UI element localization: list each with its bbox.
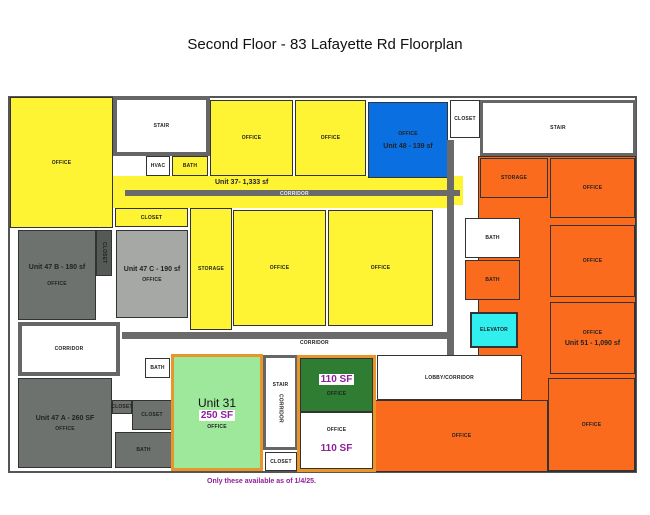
- room-label: OFFICE: [269, 265, 290, 271]
- room-hvac: HVAC: [146, 156, 170, 176]
- corridor-west: CORRIDOR: [18, 322, 120, 376]
- room-label: CLOSET: [140, 214, 163, 221]
- room-label: BATH: [485, 235, 500, 241]
- room-label: BATH: [182, 163, 198, 169]
- room-office-nw[interactable]: OFFICE: [10, 97, 113, 228]
- room-office[interactable]: OFFICE: [550, 225, 635, 297]
- room-label: BATH: [136, 447, 151, 453]
- room-office[interactable]: OFFICE: [548, 378, 635, 471]
- room-label: CLOSET: [270, 458, 292, 465]
- room-closet: CLOSET: [450, 100, 480, 138]
- unit47b[interactable]: Unit 47 B - 180 sf OFFICE: [18, 230, 96, 320]
- room-label: HVAC: [150, 163, 166, 169]
- room-office[interactable]: OFFICE: [550, 158, 635, 218]
- room-label: OFFICE: [581, 421, 602, 428]
- wall: [125, 190, 460, 196]
- room-label: STORAGE: [500, 175, 528, 181]
- room-label: OFFICE: [582, 258, 603, 264]
- unit31[interactable]: Unit 31 250 SF OFFICE: [171, 354, 263, 471]
- room-closet: CLOSET: [132, 400, 172, 430]
- room-label: CLOSET: [101, 242, 107, 264]
- wall: [447, 140, 454, 355]
- room-office[interactable]: OFFICE: [295, 100, 366, 176]
- room-bath: BATH: [465, 218, 520, 258]
- room-label: CLOSET: [454, 116, 476, 122]
- unit48-office[interactable]: OFFICE Unit 48 - 139 sf: [368, 102, 448, 178]
- room-bath: BATH: [145, 358, 170, 378]
- room-label: OFFICE: [47, 280, 67, 287]
- unit47a-label: Unit 47 A - 260 SF: [35, 414, 95, 422]
- room-label: OFFICE: [51, 159, 72, 166]
- unit48-label: Unit 48 - 139 sf: [383, 142, 433, 150]
- room-label: OFFICE: [451, 433, 472, 439]
- unit51-label: Unit 51 - 1,090 sf: [564, 339, 621, 347]
- room-label: OFFICE: [320, 135, 341, 141]
- room-label: OFFICE: [398, 130, 418, 137]
- available-suites: [297, 355, 376, 472]
- room-label: OFFICE: [241, 135, 262, 141]
- room-label: LOBBY/CORRIDOR: [425, 374, 474, 381]
- room-label: STAIR: [153, 123, 170, 129]
- room-label: BATH: [150, 365, 165, 371]
- room-label: OFFICE: [142, 276, 162, 283]
- page-title: Second Floor - 83 Lafayette Rd Floorplan: [187, 36, 463, 53]
- room-bath: BATH: [172, 156, 208, 176]
- room-label: CORRIDOR: [54, 346, 84, 352]
- suite-110-white[interactable]: OFFICE 110 SF: [300, 412, 373, 469]
- room-office-south[interactable]: OFFICE: [375, 400, 548, 472]
- room-bath: BATH: [465, 260, 520, 300]
- room-office[interactable]: OFFICE: [210, 100, 293, 176]
- room-closet: CLOSET: [96, 230, 112, 276]
- unit31-label: Unit 31: [197, 395, 237, 410]
- corridor-vertical: [454, 205, 465, 355]
- unit47c[interactable]: Unit 47 C - 190 sf OFFICE: [116, 230, 188, 318]
- suite-b-size: 110 SF: [318, 443, 355, 454]
- corridor-label: CORRIDOR: [300, 340, 329, 346]
- room-bath: BATH: [115, 432, 172, 468]
- suite-110-dark[interactable]: 110 SF OFFICE: [300, 358, 373, 412]
- unit47b-label: Unit 47 B - 180 sf: [28, 263, 86, 271]
- stair-center: STAIR CORRIDOR: [263, 355, 298, 450]
- room-label: OFFICE: [326, 390, 347, 397]
- room-closet: CLOSET: [265, 452, 297, 471]
- room-label: BATH: [485, 277, 500, 283]
- availability-note: Only these available as of 1/4/25.: [207, 478, 316, 485]
- unit37-label: Unit 37- 1,333 sf: [215, 179, 269, 186]
- room-label: CORRIDOR: [277, 394, 284, 423]
- room-office[interactable]: OFFICE Unit 51 - 1,090 sf: [550, 302, 635, 374]
- room-office[interactable]: OFFICE: [328, 210, 433, 326]
- room-label: OFFICE: [326, 427, 347, 433]
- room-storage: STORAGE: [480, 158, 548, 198]
- unit31-size: 250 SF: [198, 409, 236, 421]
- room-label: CLOSET: [111, 404, 133, 410]
- stair-nw: STAIR: [113, 96, 210, 156]
- stair-ne: STAIR: [480, 100, 636, 156]
- room-label: ELEVATOR: [480, 327, 508, 333]
- room-label: OFFICE: [582, 185, 603, 191]
- unit47a[interactable]: Unit 47 A - 260 SF OFFICE: [18, 378, 112, 468]
- room-label: STORAGE: [197, 266, 225, 272]
- room-label: STAIR: [272, 382, 289, 389]
- room-office[interactable]: OFFICE: [233, 210, 326, 326]
- room-label: OFFICE: [55, 425, 75, 432]
- room-label: STAIR: [550, 125, 566, 131]
- room-closet: CLOSET: [111, 400, 133, 414]
- room-storage: STORAGE: [190, 208, 232, 330]
- room-label: OFFICE: [207, 423, 227, 430]
- room-label: CLOSET: [141, 412, 163, 418]
- lobby-corridor: LOBBY/CORRIDOR: [377, 355, 522, 400]
- room-closet: CLOSET: [115, 208, 188, 227]
- room-label: OFFICE: [370, 265, 391, 271]
- unit47c-label: Unit 47 C - 190 sf: [123, 265, 181, 273]
- wall: [122, 332, 452, 339]
- room-label: OFFICE: [582, 329, 603, 336]
- elevator: ELEVATOR: [470, 312, 518, 348]
- suite-a-size: 110 SF: [318, 373, 355, 385]
- corridor-label: CORRIDOR: [280, 191, 309, 197]
